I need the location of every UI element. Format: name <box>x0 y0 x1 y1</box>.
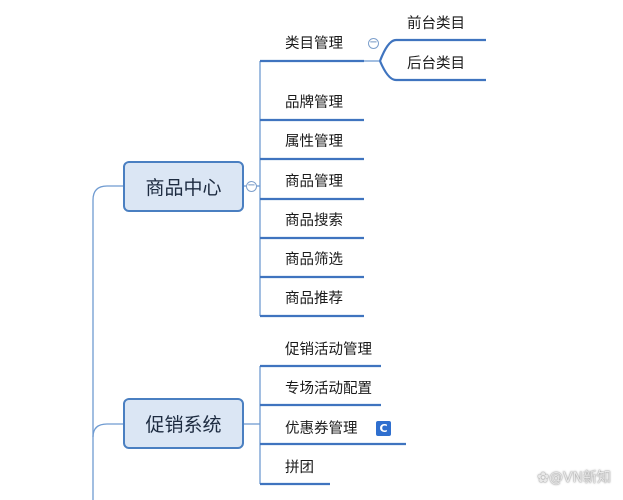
c-badge-icon: C <box>376 421 391 436</box>
leaf-product-filter[interactable]: 商品筛选 <box>285 252 343 268</box>
node-product-center[interactable]: 商品中心 <box>123 161 244 212</box>
leaf-product-search[interactable]: 商品搜索 <box>285 213 343 229</box>
underline <box>378 60 486 82</box>
watermark-text: @VN新知 <box>548 470 611 486</box>
trunk-to-promotion-system <box>92 423 123 438</box>
leaf-category-mgmt[interactable]: 类目管理 <box>285 36 343 52</box>
leaf-promo-activity-mgmt[interactable]: 促销活动管理 <box>285 342 372 358</box>
watermark: ✿@VN新知 <box>537 467 611 487</box>
leaf-product-mgmt[interactable]: 商品管理 <box>285 174 343 190</box>
node-label: 商品中心 <box>145 177 222 199</box>
underline <box>378 38 486 62</box>
leaf-product-recommend[interactable]: 商品推荐 <box>285 291 343 307</box>
trunk-to-product-center <box>92 185 123 500</box>
leaf-group-buy[interactable]: 拼团 <box>285 460 314 476</box>
collapse-icon[interactable]: − <box>246 180 257 192</box>
collapse-icon[interactable]: − <box>368 37 379 49</box>
leaf-special-event-config[interactable]: 专场活动配置 <box>285 381 372 397</box>
leaf-front-category[interactable]: 前台类目 <box>407 16 465 32</box>
leaf-back-category[interactable]: 后台类目 <box>407 56 465 72</box>
leaf-attribute-mgmt[interactable]: 属性管理 <box>285 134 343 150</box>
leaf-brand-mgmt[interactable]: 品牌管理 <box>285 95 343 111</box>
leaf-coupon-mgmt[interactable]: 优惠券管理 <box>285 421 358 437</box>
node-promotion-system[interactable]: 促销系统 <box>123 398 244 449</box>
at-icon: ✿ <box>537 470 549 486</box>
node-label: 促销系统 <box>145 414 222 436</box>
